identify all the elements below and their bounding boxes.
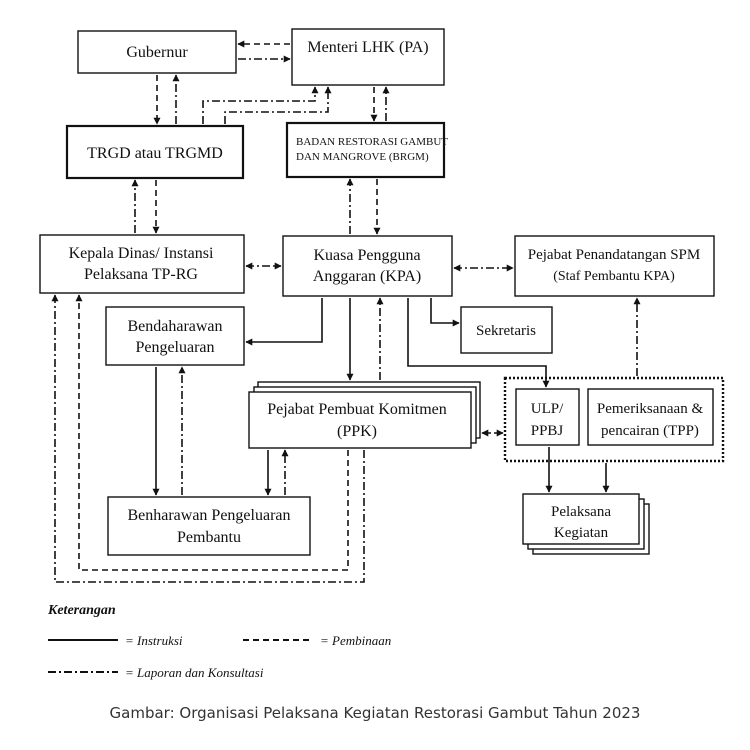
- kepala-dinas-label-1: Kepala Dinas/ Instansi: [69, 245, 214, 262]
- ulp-label-2: PPBJ: [531, 423, 564, 439]
- legend-laporan: = Laporan dan Konsultasi: [125, 665, 264, 680]
- kpa-label-1: Kuasa Pengguna: [313, 247, 420, 264]
- tpp-label-2: pencairan (TPP): [601, 423, 699, 439]
- procurement-group: [503, 376, 725, 463]
- brgm-label-1: BADAN RESTORASI GAMBUT: [296, 136, 448, 148]
- gubernur-box: [77, 30, 237, 74]
- sekretaris-label: Sekretaris: [476, 323, 536, 339]
- brgm-box: [285, 121, 446, 179]
- legend-title: Keterangan: [47, 603, 116, 618]
- connector-trgd-menteri-2: [224, 86, 332, 124]
- pelaksana-box: [522, 493, 640, 545]
- ppk-label-2: (PPK): [337, 423, 377, 440]
- kepala-dinas-label-2: Pelaksana TP-RG: [84, 266, 198, 283]
- legend: Keterangan = Instruksi = Pembinaan = Lap…: [47, 603, 391, 680]
- legend-instruksi: = Instruksi: [125, 633, 183, 648]
- benharawan-pembantu-label-1: Benharawan Pengeluaran: [127, 507, 290, 524]
- figure-caption: Gambar: Organisasi Pelaksana Kegiatan Re…: [109, 704, 641, 722]
- ulp-box: [515, 388, 580, 446]
- brgm-label-2: DAN MANGROVE (BRGM): [296, 151, 429, 163]
- bendaharawan-label-2: Pengeluaran: [135, 339, 214, 356]
- spm-label-2: (Staf Pembantu KPA): [553, 269, 675, 284]
- trgd-box: [65, 124, 245, 180]
- connector-kpa-bendaharawan: [245, 298, 323, 346]
- bendaharawan-label-1: Bendaharawan: [127, 318, 222, 335]
- ulp-label-1: ULP/: [531, 401, 564, 417]
- kpa-box: [282, 235, 453, 297]
- menteri-box: [291, 28, 445, 86]
- sekretaris-box: [460, 306, 553, 354]
- connector-ppk-kadis-report: [51, 294, 365, 583]
- spm-box: [514, 235, 715, 297]
- menteri-label: Menteri LHK (PA): [307, 39, 428, 56]
- connector-ppk-kadis-loop: [75, 294, 349, 571]
- trgd-label: TRGD atau TRGMD: [87, 145, 223, 162]
- connector-trgd-menteri-1: [202, 86, 319, 124]
- pelaksana-label-2: Kegiatan: [554, 525, 609, 541]
- kepala-dinas-box: [39, 234, 245, 294]
- pelaksana-label-1: Pelaksana: [551, 504, 611, 520]
- kpa-label-2: Anggaran (KPA): [313, 268, 421, 285]
- spm-label-1: Pejabat Penandatangan SPM: [528, 247, 700, 263]
- ppk-label-1: Pejabat Pembuat Komitmen: [267, 401, 447, 418]
- bendaharawan-box: [105, 306, 245, 366]
- legend-pembinaan: = Pembinaan: [320, 633, 391, 648]
- tpp-box: [587, 388, 714, 446]
- org-chart: Gubernur Menteri LHK (PA) TRGD atau TRGM…: [39, 28, 725, 680]
- gubernur-label: Gubernur: [126, 44, 188, 61]
- benharawan-pembantu-label-2: Pembantu: [177, 529, 241, 546]
- connector-kpa-ulp: [407, 298, 550, 388]
- benharawan-pembantu-box: [107, 496, 311, 556]
- tpp-label-1: Pemeriksanaan &: [597, 401, 704, 417]
- ppk-box: [248, 391, 472, 449]
- connector-kpa-sekretaris: [430, 298, 460, 327]
